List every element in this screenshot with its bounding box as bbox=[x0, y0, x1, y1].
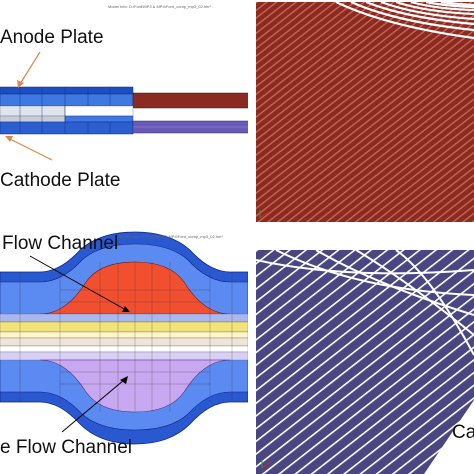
anode-flow-field-mesh bbox=[256, 2, 474, 222]
flow-channel-cross-section-panel: Model Info: D:\Ford\MP3 & MP4\Ford_comp_… bbox=[0, 230, 248, 474]
anode-plate-label: Anode Plate bbox=[0, 27, 104, 48]
flow-channel-cross-section-drawing bbox=[0, 231, 248, 445]
flow-channel-label-top: Flow Channel bbox=[2, 233, 119, 254]
cathode-flow-field-panel: Cat bbox=[256, 250, 474, 474]
cathode-flow-field-mesh bbox=[256, 250, 474, 474]
cathode-mesh-strip bbox=[132, 120, 248, 134]
plate-cross-section-drawing bbox=[0, 51, 248, 161]
flow-channel-label-bottom: e Flow Channel bbox=[0, 437, 133, 458]
cathode-label-partial: Cat bbox=[452, 422, 474, 443]
plate-cross-section-panel: Model Info: D:\Ford\MP3 & MP4\Ford_comp_… bbox=[0, 0, 248, 222]
anode-mesh-strip bbox=[132, 92, 248, 109]
cathode-plate-label: Cathode Plate bbox=[0, 170, 121, 191]
panel-header-model-info-2: Model Info: D:\Ford\MP3 & MP4\Ford_comp_… bbox=[120, 234, 223, 239]
panel-header-model-info: Model Info: D:\Ford\MP3 & MP4\Ford_comp_… bbox=[108, 4, 211, 9]
anode-flow-field-panel bbox=[256, 2, 474, 222]
